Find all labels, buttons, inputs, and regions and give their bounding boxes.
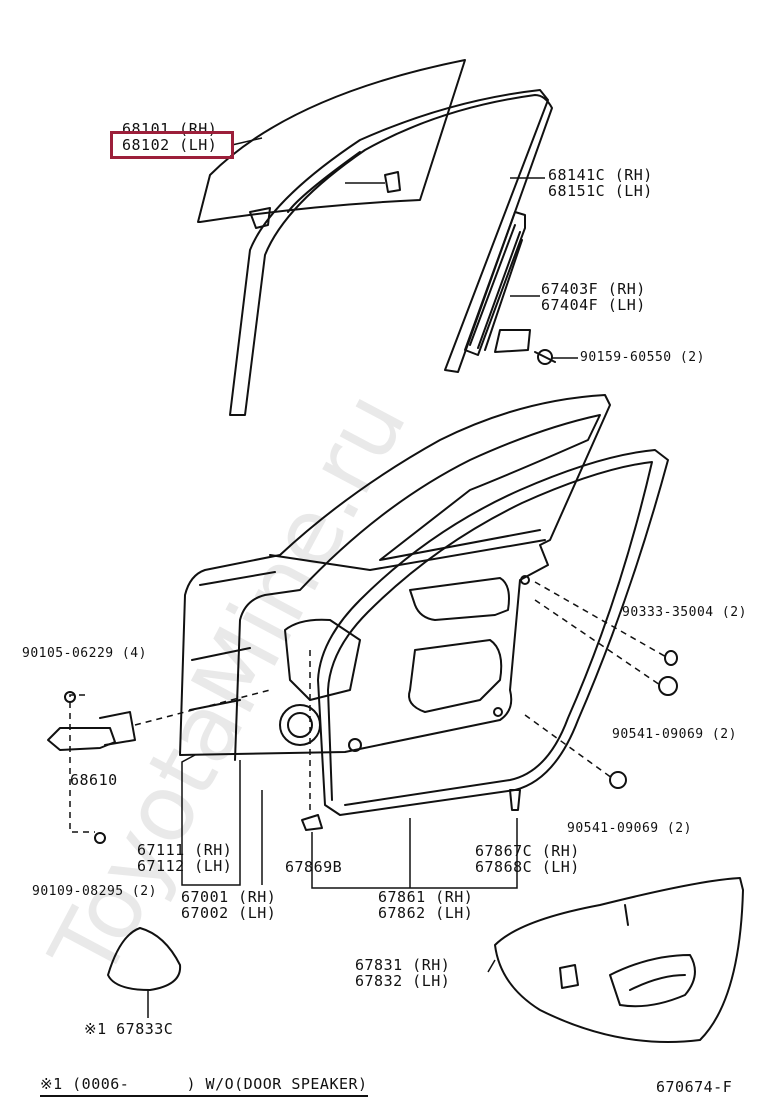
label-67869b: 67869B bbox=[285, 858, 343, 876]
label-67001: 67001 (RH) bbox=[181, 888, 277, 906]
label-68151c: 68151C (LH) bbox=[548, 182, 653, 200]
label-67867c: 67867C (RH) bbox=[475, 842, 580, 860]
door-panel-part bbox=[179, 394, 611, 756]
run-channel-part bbox=[229, 89, 553, 416]
hinge-part bbox=[47, 727, 116, 751]
label-67861: 67861 (RH) bbox=[378, 888, 474, 906]
label-67862: 67862 (LH) bbox=[378, 904, 474, 922]
label-67002: 67002 (LH) bbox=[181, 904, 277, 922]
label-68141c: 68141C (RH) bbox=[548, 166, 653, 184]
label-67404f: 67404F (LH) bbox=[541, 296, 646, 314]
label-67832: 67832 (LH) bbox=[355, 972, 451, 990]
label-90541-upper: 90541-09069 (2) bbox=[612, 727, 737, 742]
label-67111: 67111 (RH) bbox=[137, 841, 233, 859]
label-67868c: 67868C (LH) bbox=[475, 858, 580, 876]
label-67403f: 67403F (RH) bbox=[541, 280, 646, 298]
label-67112: 67112 (LH) bbox=[137, 857, 233, 875]
label-67831: 67831 (RH) bbox=[355, 956, 451, 974]
label-90109: 90109-08295 (2) bbox=[32, 884, 157, 899]
label-68102: 68102 (LH) bbox=[122, 136, 218, 154]
label-90159: 90159-60550 (2) bbox=[580, 350, 705, 365]
label-90333: 90333-35004 (2) bbox=[622, 605, 747, 620]
division-bar-part bbox=[464, 211, 526, 356]
label-68610: 68610 bbox=[70, 771, 118, 789]
footnote: ※1 (0006- ) W/O(DOOR SPEAKER) bbox=[40, 1075, 368, 1097]
weatherstrip-part bbox=[317, 449, 669, 816]
highlight-box bbox=[110, 131, 234, 159]
label-67833c: ※1 67833C bbox=[84, 1020, 174, 1038]
window-glass-part bbox=[197, 59, 466, 223]
diagram-code: 670674-F bbox=[656, 1078, 733, 1096]
speaker-cover-part bbox=[107, 927, 182, 991]
service-hole-cover-part bbox=[494, 877, 744, 1043]
label-90541-lower: 90541-09069 (2) bbox=[567, 821, 692, 836]
label-90105: 90105-06229 (4) bbox=[22, 646, 147, 661]
